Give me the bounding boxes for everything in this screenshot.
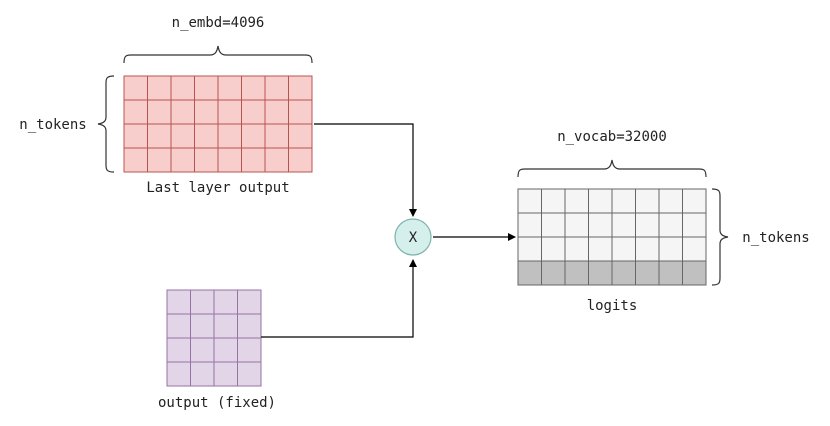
- tokens-left-brace: [97, 75, 115, 173]
- logits-cell-r3-c2: [564, 260, 589, 286]
- output-fixed-cell-r0-c3: [237, 289, 262, 315]
- last-layer-output-cell-r1-c3: [194, 99, 219, 125]
- last-layer-output-cell-r0-c6: [264, 75, 289, 101]
- output-fixed-cell-r3-c1: [190, 361, 215, 387]
- logits-cell-r0-c6: [658, 188, 683, 214]
- arrow-output-fixed-to-multiply: [261, 259, 417, 338]
- output-fixed-cell-r3-c3: [237, 361, 262, 387]
- last-layer-output-cell-r3-c4: [217, 147, 242, 173]
- last-layer-output-cell-r3-c6: [264, 147, 289, 173]
- logits-cell-r2-c5: [635, 236, 660, 262]
- output-fixed-cell-r1-c2: [213, 313, 238, 339]
- logits-cell-r1-c6: [658, 212, 683, 238]
- logits-cell-r2-c3: [588, 236, 613, 262]
- logits-cell-r3-c0: [517, 260, 542, 286]
- embd-brace: [123, 45, 313, 64]
- logits-cell-r0-c3: [588, 188, 613, 214]
- output-fixed-cell-r2-c3: [237, 337, 262, 363]
- last-layer-output-cell-r0-c4: [217, 75, 242, 101]
- logits-cell-r3-c3: [588, 260, 613, 286]
- last-layer-output-cell-r3-c3: [194, 147, 219, 173]
- last-layer-output-cell-r2-c6: [264, 123, 289, 149]
- last-layer-output-cell-r3-c0: [123, 147, 148, 173]
- last-layer-output-cell-r0-c5: [241, 75, 266, 101]
- vocab-brace: [517, 159, 707, 178]
- output-fixed-cell-r0-c0: [166, 289, 191, 315]
- output-fixed-cell-r0-c1: [190, 289, 215, 315]
- output-fixed-cell-r1-c0: [166, 313, 191, 339]
- last-layer-output-cell-r1-c2: [170, 99, 195, 125]
- last-layer-output-cell-r2-c3: [194, 123, 219, 149]
- last-layer-output-cell-r2-c1: [147, 123, 172, 149]
- logits-cell-r2-c1: [541, 236, 566, 262]
- output-fixed-cell-r0-c2: [213, 289, 238, 315]
- last-layer-output-cell-r0-c3: [194, 75, 219, 101]
- last-layer-output-cell-r3-c5: [241, 147, 266, 173]
- output-fixed-cell-r1-c3: [237, 313, 262, 339]
- output-fixed-cell-r3-c2: [213, 361, 238, 387]
- multiply-operator-label: X: [409, 230, 418, 246]
- logits-cell-r2-c7: [682, 236, 707, 262]
- last-layer-output-cell-r1-c7: [288, 99, 313, 125]
- multiply-operator-node: [394, 218, 432, 256]
- logits-cell-r1-c0: [517, 212, 542, 238]
- logits-cell-r0-c4: [611, 188, 636, 214]
- logits-cell-r0-c2: [564, 188, 589, 214]
- logits-cell-r3-c7: [682, 260, 707, 286]
- output-fixed-cell-r3-c0: [166, 361, 191, 387]
- logits-cell-r0-c0: [517, 188, 542, 214]
- embd-dim-label: n_embd=4096: [172, 15, 265, 31]
- logits-cell-r2-c2: [564, 236, 589, 262]
- last-layer-output-cell-r0-c7: [288, 75, 313, 101]
- logits-cell-r1-c5: [635, 212, 660, 238]
- logits-cell-r1-c3: [588, 212, 613, 238]
- last-layer-output-cell-r0-c1: [147, 75, 172, 101]
- output-fixed-cell-r1-c1: [190, 313, 215, 339]
- last-layer-output-cell-r2-c5: [241, 123, 266, 149]
- last-layer-output-cell-r2-c7: [288, 123, 313, 149]
- logits-cell-r1-c2: [564, 212, 589, 238]
- logits-cell-r3-c1: [541, 260, 566, 286]
- output-fixed-matrix: [166, 289, 262, 387]
- logits-cell-r1-c7: [682, 212, 707, 238]
- logits-label: logits: [587, 298, 638, 314]
- output-fixed-cell-r2-c0: [166, 337, 191, 363]
- last-layer-output-matrix: [123, 75, 313, 173]
- logits-cell-r2-c6: [658, 236, 683, 262]
- last-layer-output-label: Last layer output: [146, 180, 289, 196]
- logits-cell-r3-c6: [658, 260, 683, 286]
- last-layer-output-cell-r1-c6: [264, 99, 289, 125]
- tokens-right-label: n_tokens: [742, 230, 809, 246]
- output-fixed-cell-r2-c1: [190, 337, 215, 363]
- last-layer-output-cell-r1-c0: [123, 99, 148, 125]
- vocab-dim-label: n_vocab=32000: [557, 129, 667, 145]
- output-fixed-label: output (fixed): [158, 395, 276, 411]
- logits-cell-r3-c5: [635, 260, 660, 286]
- logits-cell-r0-c1: [541, 188, 566, 214]
- logits-cell-r1-c1: [541, 212, 566, 238]
- logits-cell-r0-c5: [635, 188, 660, 214]
- logits-cell-r2-c0: [517, 236, 542, 262]
- logits-cell-r2-c4: [611, 236, 636, 262]
- tokens-left-label: n_tokens: [19, 117, 86, 133]
- last-layer-output-cell-r3-c1: [147, 147, 172, 173]
- logits-matrix: [517, 188, 707, 286]
- last-layer-output-cell-r3-c2: [170, 147, 195, 173]
- output-fixed-cell-r2-c2: [213, 337, 238, 363]
- last-layer-output-cell-r2-c4: [217, 123, 242, 149]
- arrow-last-layer-to-multiply: [314, 123, 417, 217]
- tokens-right-brace: [711, 188, 729, 286]
- last-layer-output-cell-r2-c2: [170, 123, 195, 149]
- last-layer-output-cell-r1-c4: [217, 99, 242, 125]
- last-layer-output-cell-r1-c1: [147, 99, 172, 125]
- logits-cell-r1-c4: [611, 212, 636, 238]
- logits-cell-r3-c4: [611, 260, 636, 286]
- last-layer-output-cell-r0-c2: [170, 75, 195, 101]
- last-layer-output-cell-r2-c0: [123, 123, 148, 149]
- last-layer-output-cell-r0-c0: [123, 75, 148, 101]
- logits-cell-r0-c7: [682, 188, 707, 214]
- last-layer-output-cell-r1-c5: [241, 99, 266, 125]
- last-layer-output-cell-r3-c7: [288, 147, 313, 173]
